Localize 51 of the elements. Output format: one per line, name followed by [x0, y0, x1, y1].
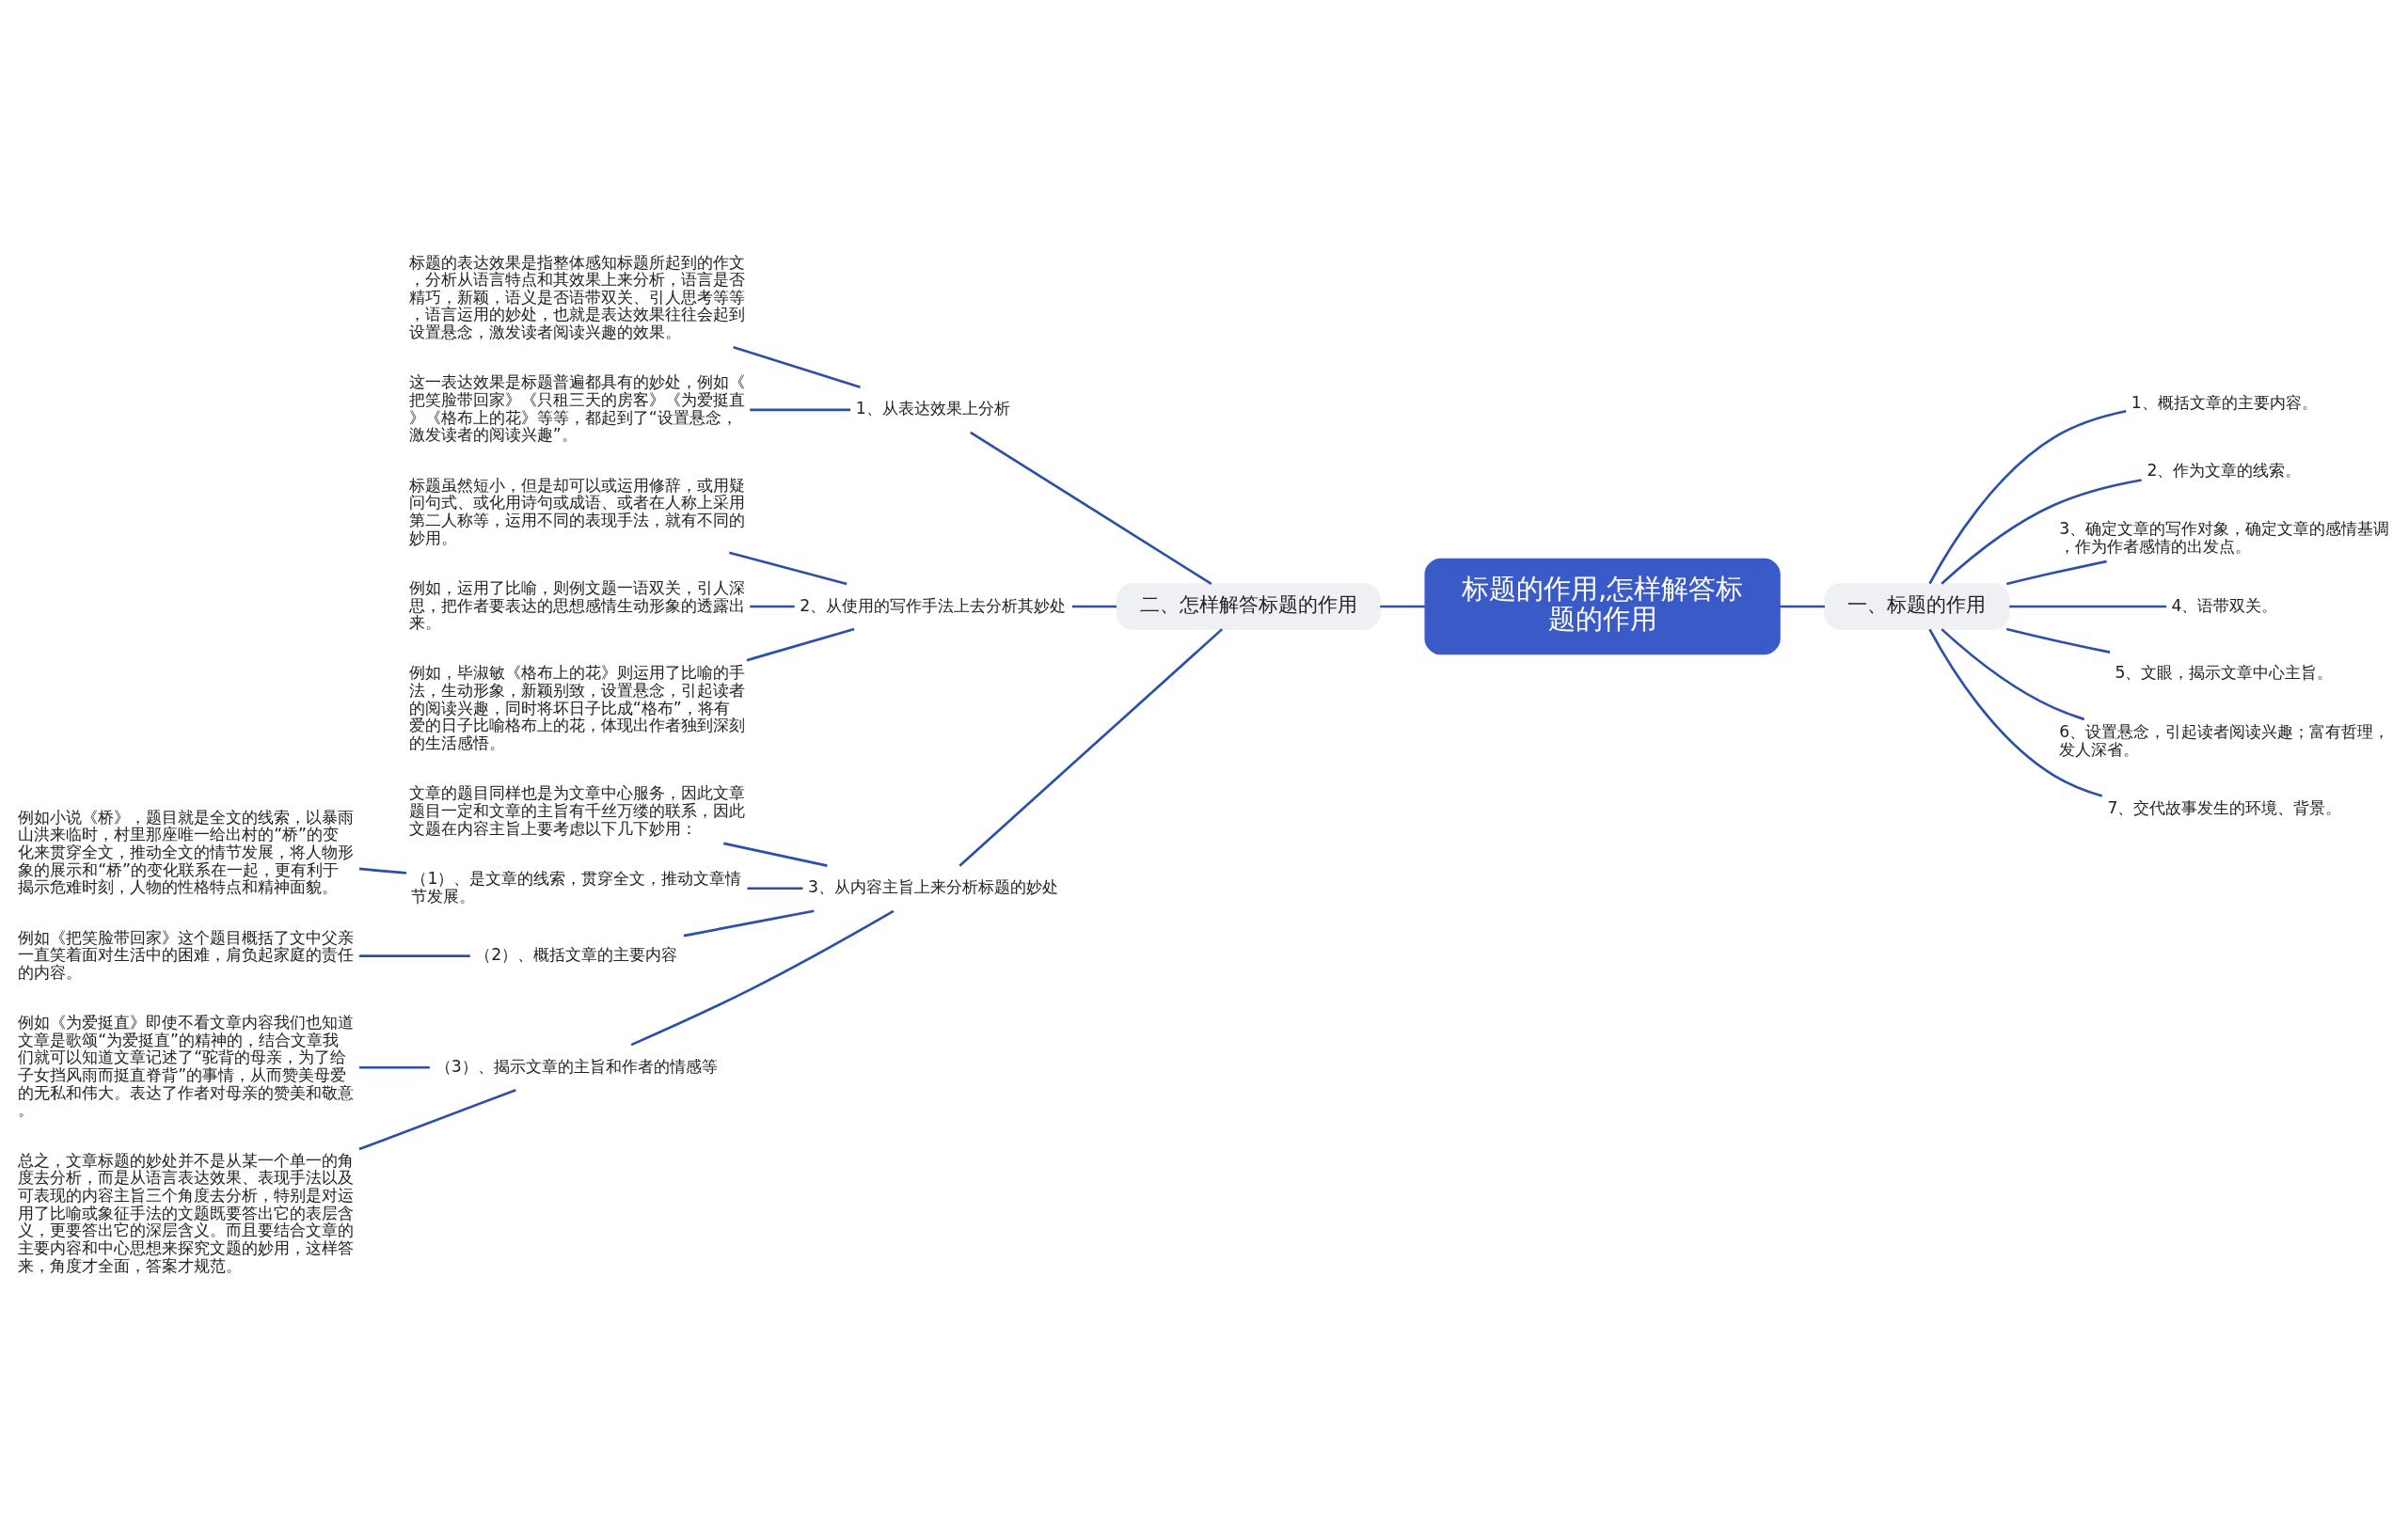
- node-text: 总之，文章标题的妙处并不是从某一个单一的角度去分析，而是从语言表达效果、表现手法以及可表现的内容主旨三个角度去分析，特别是对运用了比喻或象征手法的文题既要答出它的表层含义，更要答出它的深层含义。而且要结合文章的主要内容和中心思想来探究文题的妙用，这样答来，角度才全面，答案才规范。: [18, 1150, 355, 1275]
- connector: [747, 886, 803, 890]
- connector: [1071, 605, 1117, 607]
- connector: [733, 345, 861, 388]
- node-text: （3）、揭示文章的主旨和作者的情感等: [435, 1056, 718, 1076]
- node-text: 例如，运用了比喻，则例文题一语双关，引人深思，把作者要表达的思想感情生动形象的透露出来。: [408, 577, 745, 632]
- connector: [1780, 605, 1825, 607]
- node-text: 例如《为爱挺直》即使不看文章内容我们也知道文章是歌颂“为爱挺直”的精神的，结合文章我们就可以知道文章记述了“驼背的母亲，为了给子女挡风雨而挺直脊背”的事情，从而赞美母爱的无私和伟大。表达了作者对母亲的赞美和敬意。: [18, 1012, 355, 1119]
- connector: [1941, 478, 2142, 585]
- node-text: 5、文眼，揭示文章中心主旨。: [2115, 662, 2334, 682]
- connector: [2005, 560, 2107, 585]
- node-text: （1）、是文章的线索，贯穿全文，推动文章情节发展。: [411, 868, 742, 906]
- connector: [958, 627, 1224, 867]
- node-text: 文章的题目同样也是为文章中心服务，因此文章题目一定和文章的主旨有千丝万缕的联系，因此文题在内容主旨上要考虑以下几下妙用：: [408, 782, 745, 838]
- node-text: 这一表达效果是标题普遍都具有的妙处，例如《把笑脸带回家》《只租三天的房客》《为爱挺直》《格布上的花》等等，都起到了“设置悬念，激发读者的阅读兴趣”。: [408, 371, 745, 444]
- connector: [1928, 409, 2127, 584]
- node-text: 1、从表达效果上分析: [855, 398, 1010, 418]
- node-text: 6、设置悬念，引起读者阅读兴趣；富有哲理，发人深省。: [2059, 721, 2390, 759]
- connector: [723, 842, 828, 867]
- node-text: （2）、概括文章的主要内容: [475, 944, 678, 964]
- connector: [970, 431, 1212, 585]
- connector: [728, 550, 848, 585]
- node-box: 标题的作用,怎样解答标题的作用: [1424, 558, 1781, 654]
- node-text: 例如小说《桥》，题目就是全文的线索，以暴雨山洪来临时，村里那座唯一给出村的“桥”的变化来贯穿全文，推动全文的情节发展，将人物形象的展示和“桥”的变化联系在一起，更有利于揭示危难时刻，人物的性格特点和精神面貌。: [18, 807, 355, 896]
- connector: [1941, 627, 2085, 720]
- connector: [683, 908, 815, 937]
- node-box: 一、标题的作用: [1824, 582, 2010, 630]
- node-text: 标题虽然短小，但是却可以或运用修辞，或用疑问句式、或化用诗句或成语、或者在人称上采用第二人称等，运用不同的表现手法，就有不同的妙用。: [408, 475, 745, 547]
- connector: [358, 954, 470, 957]
- connector: [358, 1065, 430, 1069]
- node-box: 二、怎样解答标题的作用: [1116, 582, 1381, 630]
- connector: [2009, 605, 2166, 607]
- connector: [1380, 605, 1425, 607]
- connector: [1928, 628, 2103, 797]
- connector: [630, 909, 895, 1046]
- node-text: 3、从内容主旨上来分析标题的妙处: [808, 876, 1059, 896]
- node-text: 7、交代故事发生的环境、背景。: [2107, 797, 2342, 817]
- connector: [750, 408, 851, 411]
- connector: [358, 1088, 516, 1150]
- connector: [2005, 627, 2111, 654]
- connector: [358, 867, 407, 875]
- node-text: 例如，毕淑敏《格布上的花》则运用了比喻的手法，生动形象，新颖别致，设置悬念，引起读者的阅读兴趣，同时将坏日子比成“格布”，将有爱的日子比喻格布上的花，体现出作者独到深刻的生活感悟。: [408, 662, 745, 752]
- node-text: 1、概括文章的主要内容。: [2131, 392, 2318, 412]
- node-text: 例如《把笑脸带回家》这个题目概括了文中父亲一直笑着面对生活中的困难，肩负起家庭的责任的内容。: [18, 927, 355, 982]
- node-text: 3、确定文章的写作对象，确定文章的感情基调，作为作者感情的出发点。: [2059, 518, 2390, 556]
- node-text: 4、语带双关。: [2171, 595, 2278, 615]
- node-text: 2、从使用的写作手法上去分析其妙处: [800, 595, 1067, 615]
- connector: [750, 605, 795, 607]
- node-text: 2、作为文章的线索。: [2147, 460, 2302, 480]
- connector: [746, 627, 855, 661]
- node-text: 标题的表达效果是指整体感知标题所起到的作文，分析从语言特点和其效果上来分析，语言是否精巧，新颖，语义是否语带双关、引人思考等等，语言运用的妙处，也就是表达效果往往会起到设置悬念，激发读者阅读兴趣的效果。: [408, 252, 745, 341]
